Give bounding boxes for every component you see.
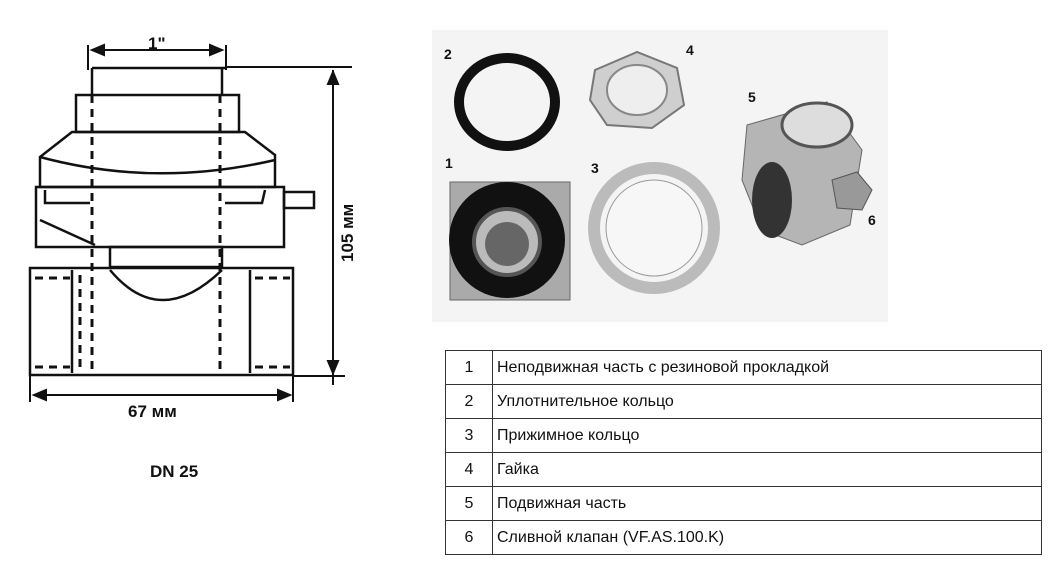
part-number: 3: [445, 418, 493, 453]
part-number: 5: [445, 486, 493, 521]
part-number: 4: [445, 452, 493, 487]
dimension-width-label: 67 мм: [128, 402, 177, 421]
photo-label-4: 4: [686, 42, 694, 58]
technical-drawing: [28, 43, 352, 402]
pressure-ring: [588, 162, 720, 294]
photo-label-1: 1: [445, 155, 453, 171]
dimension-top-label: 1": [148, 34, 166, 53]
part-number: 2: [445, 384, 493, 419]
sealing-ring: [454, 53, 560, 151]
part-name: Уплотнительное кольцо: [492, 384, 1042, 419]
drawing-caption: DN 25: [150, 462, 199, 481]
part-name: Подвижная часть: [492, 486, 1042, 521]
dimension-height-label: 105 мм: [338, 203, 357, 262]
drain-valve: [831, 171, 873, 211]
parts-photo: [432, 30, 888, 322]
photo-label-6: 6: [868, 212, 876, 228]
part-number: 6: [445, 520, 493, 555]
photo-label-5: 5: [748, 89, 756, 105]
part-name: Прижимное кольцо: [492, 418, 1042, 453]
parts-illustration: [449, 50, 873, 301]
part-name: Сливной клапан (VF.AS.100.K): [492, 520, 1042, 555]
photo-label-3: 3: [591, 160, 599, 176]
part-number: 1: [445, 350, 493, 385]
photo-label-2: 2: [444, 46, 452, 62]
part-name: Неподвижная часть с резиновой прокладкой: [492, 350, 1042, 385]
part-name: Гайка: [492, 452, 1042, 487]
